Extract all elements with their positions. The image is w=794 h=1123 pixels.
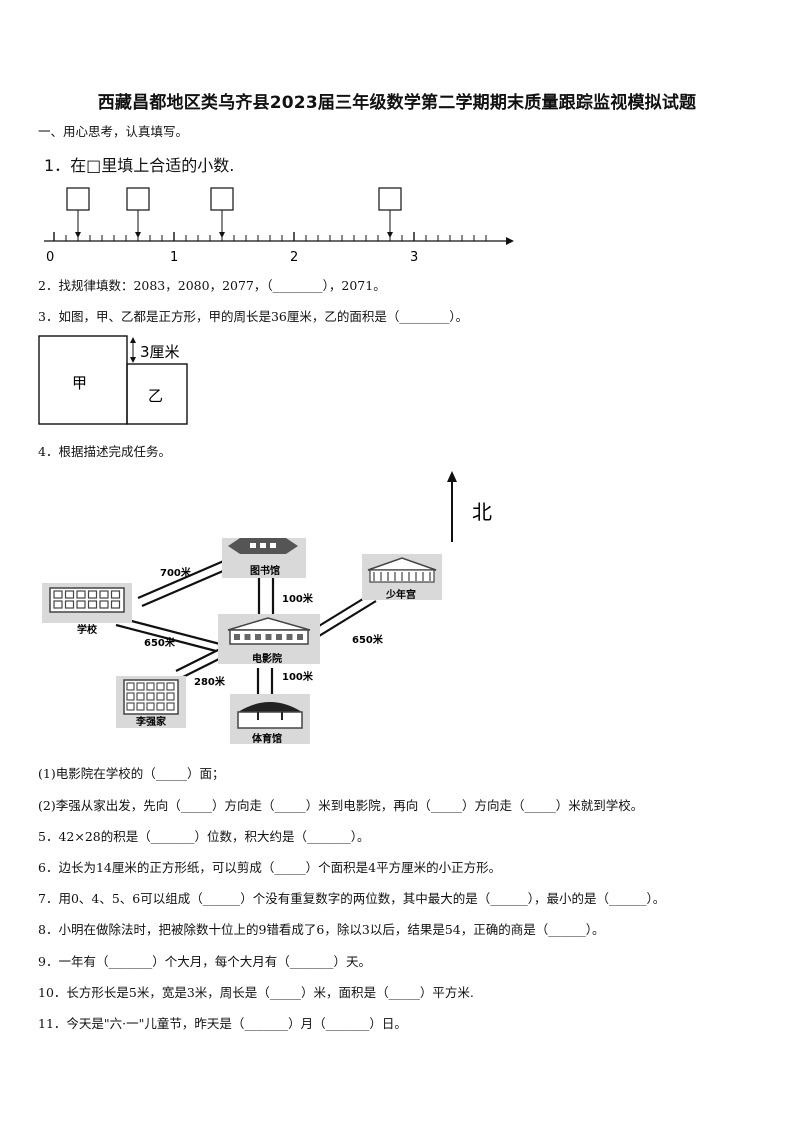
question-11-text: 11．今天是"六·一"儿童节，昨天是（_______）月（_______）日。	[38, 1016, 407, 1031]
number-line-arrow	[506, 237, 514, 245]
section-heading: 一、用心思考，认真填写。	[38, 124, 189, 139]
library-label: 图书馆	[250, 564, 280, 577]
squares-figure: 3厘米 甲 乙	[38, 335, 188, 425]
north-label: 北	[472, 500, 492, 524]
school-building	[42, 583, 132, 623]
question-2-text: 2．找规律填数：2083，2080，2077，（________），2071。	[38, 278, 386, 293]
question-3-text: 3．如图，甲、乙都是正方形，甲的周长是36厘米，乙的面积是（________）。	[38, 309, 469, 324]
number-line-label: 0	[46, 250, 54, 265]
cinema-label: 电影院	[252, 652, 282, 665]
library-building	[222, 538, 306, 578]
li-qiang-home-label: 李强家	[135, 715, 167, 728]
number-line-label: 1	[170, 250, 178, 265]
question-7-text: 7．用0、4、5、6可以组成（______）个没有重复数字的两位数，其中最大的是…	[38, 891, 666, 906]
question-6-text: 6．边长为14厘米的正方形纸，可以剪成（_____）个面积是4平方厘米的小正方形…	[38, 860, 502, 875]
square-yi	[126, 363, 188, 425]
distance-library-cinema: 100米	[282, 592, 314, 605]
question-9-text: 9．一年有（_______）个大月，每个大月有（_______）天。	[38, 954, 371, 969]
number-line-boxes	[66, 187, 402, 238]
answer-box[interactable]	[378, 187, 402, 238]
question-4-sub-2: (2)李强从家出发，先向（_____）方向走（_____）米到电影院，再向（__…	[38, 798, 644, 813]
dimension-label: 3厘米	[140, 343, 180, 361]
cinema-building	[218, 614, 320, 664]
north-arrow-head	[447, 471, 457, 482]
map-figure: 北 图书馆 学校 少年宫 电影院	[42, 471, 492, 745]
school-label: 学校	[77, 623, 98, 636]
label-jia: 甲	[72, 374, 87, 392]
gym-label: 体育馆	[252, 732, 282, 745]
question-4-text: 4．根据描述完成任务。	[38, 444, 171, 459]
distance-gym-cinema: 100米	[282, 670, 314, 683]
distance-school-library: 700米	[160, 566, 192, 579]
youth-palace-building	[362, 554, 442, 600]
roads	[115, 558, 377, 694]
answer-box[interactable]	[66, 187, 90, 238]
label-yi: 乙	[148, 387, 163, 405]
distance-home-cinema: 280米	[194, 675, 226, 688]
number-line: 0 1 2 3	[44, 187, 514, 265]
question-4-sub-1: (1)电影院在学校的（_____）面；	[38, 766, 225, 781]
question-5-text: 5．42×28的积是（_______）位数，积大约是（_______）。	[38, 829, 370, 844]
answer-box[interactable]	[126, 187, 150, 238]
youth-palace-label: 少年宫	[385, 588, 416, 601]
distance-youth-cinema: 650米	[352, 633, 384, 646]
li-qiang-home-building	[116, 676, 186, 728]
gym-building	[230, 694, 310, 744]
number-line-label: 3	[410, 250, 418, 265]
number-line-ticks	[53, 232, 487, 241]
question-8-text: 8．小明在做除法时，把被除数十位上的9错看成了6，除以3以后，结果是54，正确的…	[38, 922, 605, 937]
number-line-labels: 0 1 2 3	[46, 250, 418, 265]
page-title: 西藏昌都地区类乌齐县2023届三年级数学第二学期期末质量跟踪监视模拟试题	[97, 93, 697, 113]
distance-school-cinema: 650米	[144, 636, 176, 649]
number-line-label: 2	[290, 250, 298, 265]
answer-box[interactable]	[210, 187, 234, 238]
question-10-text: 10．长方形长是5米，宽是3米，周长是（_____）米，面积是（_____）平方…	[38, 985, 474, 1000]
question-1-text: 1．在□里填上合适的小数.	[44, 156, 235, 175]
